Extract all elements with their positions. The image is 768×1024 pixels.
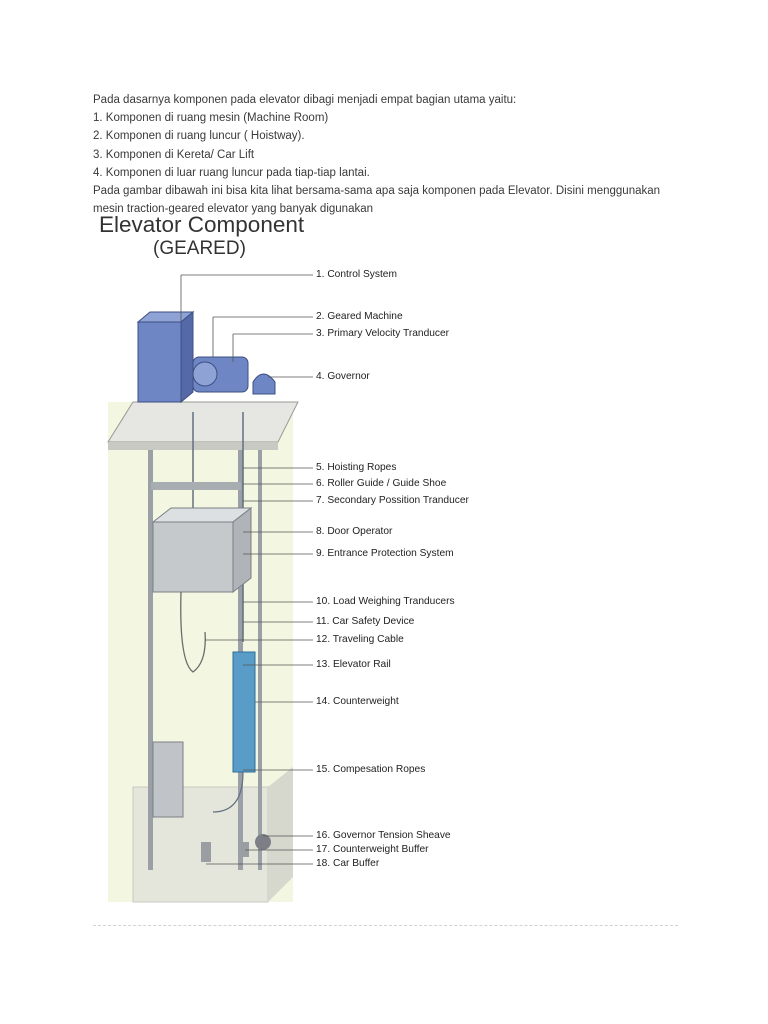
car-crosshead [151, 482, 241, 490]
car-side [232, 506, 252, 594]
control-cabinet [137, 321, 182, 403]
landing-door [152, 741, 184, 818]
machine-room-slab [107, 401, 299, 443]
component-label-6: 6. Roller Guide / Guide Shoe [316, 478, 447, 489]
divider [93, 925, 678, 926]
cw-rail [258, 450, 262, 870]
figure-subtitle: (GEARED) [153, 238, 246, 259]
component-label-8: 8. Door Operator [316, 526, 393, 537]
intro-paragraph-line-2: mesin traction-geared elevator yang bany… [93, 203, 374, 216]
governor-tension-sheave [255, 834, 271, 850]
elevator-figure: Elevator Component (GEARED) 1. Control S… [93, 212, 678, 912]
intro-item-4: 4. Komponen di luar ruang luncur pada ti… [93, 166, 370, 179]
intro-line: Pada dasarnya komponen pada elevator dib… [93, 94, 517, 106]
component-label-7: 7. Secondary Possition Tranducer [316, 495, 469, 506]
component-label-4: 4. Governor [316, 371, 370, 382]
component-label-12: 12. Traveling Cable [316, 634, 404, 645]
component-label-1: 1. Control System [316, 269, 397, 280]
elevator-car [152, 521, 234, 593]
component-label-18: 18. Car Buffer [316, 858, 380, 869]
component-label-11: 11. Car Safety Device [316, 616, 415, 627]
intro-paragraph-line-1: Pada gambar dibawah ini bisa kita lihat … [93, 185, 661, 198]
component-label-17: 17. Counterweight Buffer [316, 844, 429, 855]
intro-item-1: 1. Komponen di ruang mesin (Machine Room… [93, 112, 329, 125]
component-label-10: 10. Load Weighing Tranducers [316, 596, 455, 607]
figure-title: Elevator Component [99, 212, 305, 237]
component-label-5: 5. Hoisting Ropes [316, 462, 397, 473]
intro-text: Pada dasarnya komponen pada elevator dib… [93, 91, 678, 218]
counterweight [232, 651, 256, 773]
component-label-2: 2. Geared Machine [316, 311, 403, 322]
intro-item-3: 3. Komponen di Kereta/ Car Lift [93, 148, 255, 161]
counterweight-buffer [241, 842, 249, 857]
car-buffer [201, 842, 211, 862]
elevator-diagram [107, 274, 313, 903]
car-rail-left [148, 450, 153, 870]
component-label-9: 9. Entrance Protection System [316, 548, 454, 559]
component-label-15: 15. Compesation Ropes [316, 764, 426, 775]
component-label-16: 16. Governor Tension Sheave [316, 830, 451, 841]
component-label-13: 13. Elevator Rail [316, 659, 391, 670]
component-label-14: 14. Counterweight [316, 696, 399, 707]
intro-item-2: 2. Komponen di ruang luncur ( Hoistway). [93, 130, 305, 143]
pit-side [268, 767, 293, 902]
component-label-3: 3. Primary Velocity Tranducer [316, 328, 450, 339]
governor [252, 373, 276, 395]
